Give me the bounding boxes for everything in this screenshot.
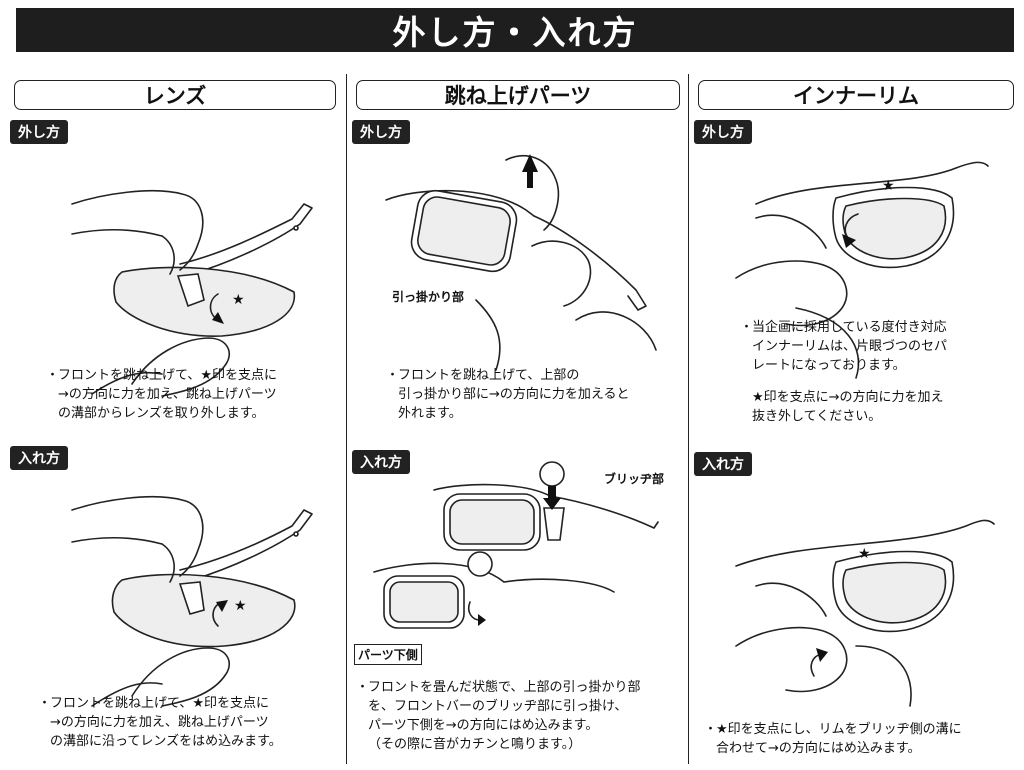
innerrim-insert-note: ・ ★印を支点にし、リムをブリッヂ側の溝に 合わせて→の方向にはめ込みます。 xyxy=(704,722,962,756)
tag-insert: 入れ方 xyxy=(694,452,752,476)
column-flip-up-part: 跳ね上げパーツ 外し方 引っ掛かり部 ・ フロントを跳ね上げて、上部の 引っ掛か… xyxy=(350,74,686,764)
flipup-insert-note: ・ フロントを畳んだ状態で、上部の引っ掛かり部 を、フロントバーのブリッヂ部に引… xyxy=(356,680,641,752)
lens-remove-note: ・ フロントを跳ね上げて、★印を支点に →の方向に力を加え、跳ね上げパーツ の溝… xyxy=(46,368,278,421)
lens-insert-illustration: ★ xyxy=(71,495,313,707)
tag-remove: 外し方 xyxy=(694,120,752,144)
tag-insert: 入れ方 xyxy=(352,450,410,474)
section-heading-flip-up-part: 跳ね上げパーツ xyxy=(356,80,680,110)
innerrim-remove-illustration: ★ xyxy=(735,161,989,379)
star-marker: ★ xyxy=(232,292,245,308)
tag-insert: 入れ方 xyxy=(10,446,68,470)
tag-remove: 外し方 xyxy=(10,120,68,144)
column-inner-rim: インナーリム 外し方 ★ ・ 当企画に採用している度付き対応 インナーリムは、片… xyxy=(692,74,1020,764)
section-heading-inner-rim: インナーリム xyxy=(698,80,1014,110)
section-heading-lens: レンズ xyxy=(14,80,336,110)
tag-remove: 外し方 xyxy=(352,120,410,144)
callout-part-bottom: パーツ下側 xyxy=(354,644,422,665)
lens-insert-note: ・ フロントを跳ね上げて、★印を支点に →の方向に力を加え、跳ね上げパーツ の溝… xyxy=(38,696,282,749)
flipup-remove-illustration xyxy=(385,154,657,371)
star-marker: ★ xyxy=(234,598,247,614)
callout-hook-part: 引っ掛かり部 xyxy=(390,288,467,305)
innerrim-remove-note-2: ★印を支点に→の方向に力を加え 抜き外してください。 xyxy=(752,390,944,424)
page-title: 外し方・入れ方 xyxy=(16,8,1014,52)
star-marker: ★ xyxy=(858,546,871,562)
innerrim-insert-illustration: ★ xyxy=(735,519,995,707)
callout-bridge: ブリッヂ部 xyxy=(602,470,667,487)
star-marker: ★ xyxy=(882,178,895,194)
lens-remove-illustration: ★ xyxy=(71,189,313,397)
column-divider xyxy=(346,74,347,764)
flipup-remove-note: ・ フロントを跳ね上げて、上部の 引っ掛かり部に→の方向に力を加えると 外れます… xyxy=(386,368,630,421)
flipup-insert-illustration xyxy=(373,461,659,629)
column-divider xyxy=(688,74,689,764)
innerrim-remove-note: ・ 当企画に採用している度付き対応 インナーリムは、片眼づつのセパ レートになっ… xyxy=(740,320,948,373)
column-lens: レンズ 外し方 ★ ・ フロントを跳ね上げて、★印を支点に →の方向に xyxy=(8,74,342,764)
